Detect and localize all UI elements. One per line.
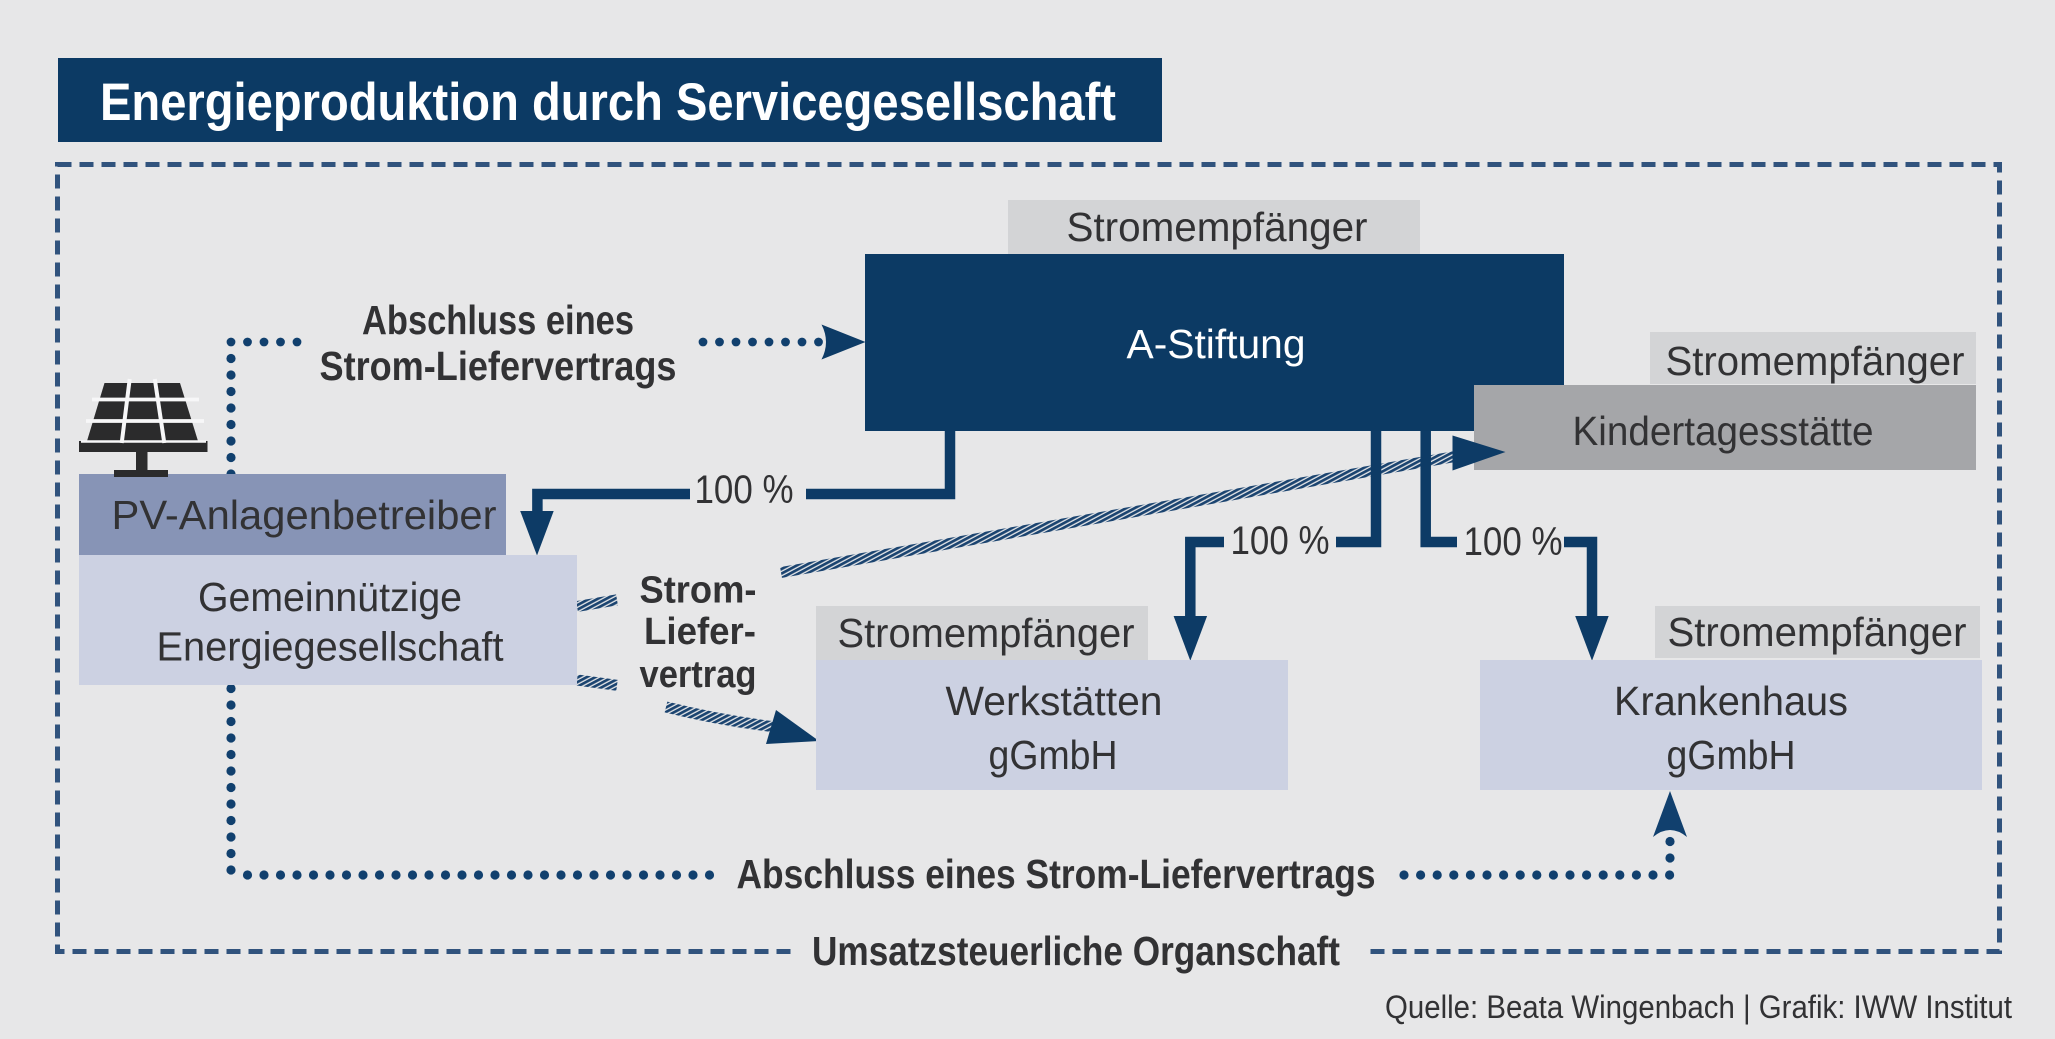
svg-text:Strom-Liefervertrags: Strom-Liefervertrags xyxy=(320,343,677,389)
svg-text:Strom-: Strom- xyxy=(640,570,757,612)
svg-text:Kindertagesstätte: Kindertagesstätte xyxy=(1573,408,1874,454)
svg-text:gGmbH: gGmbH xyxy=(989,732,1118,778)
svg-text:100 %: 100 % xyxy=(695,468,794,512)
svg-text:Stromempfänger: Stromempfänger xyxy=(1666,338,1965,384)
svg-text:Krankenhaus: Krankenhaus xyxy=(1614,678,1848,724)
svg-text:Stromempfänger: Stromempfänger xyxy=(1067,204,1368,250)
svg-text:gGmbH: gGmbH xyxy=(1667,732,1796,778)
svg-text:vertrag: vertrag xyxy=(640,654,757,696)
svg-text:A-Stiftung: A-Stiftung xyxy=(1127,321,1306,367)
svg-text:Stromempfänger: Stromempfänger xyxy=(1668,609,1967,655)
svg-text:100 %: 100 % xyxy=(1231,519,1330,563)
svg-text:Energiegesellschaft: Energiegesellschaft xyxy=(157,624,505,670)
svg-text:Stromempfänger: Stromempfänger xyxy=(838,610,1135,656)
svg-text:Abschluss eines Strom-Lieferve: Abschluss eines Strom-Liefervertrags xyxy=(737,851,1376,897)
svg-text:Gemeinnützige: Gemeinnützige xyxy=(198,574,462,620)
svg-text:100 %: 100 % xyxy=(1464,520,1563,564)
svg-text:Energieproduktion durch Servic: Energieproduktion durch Servicegesellsch… xyxy=(100,73,1116,132)
svg-text:Liefer-: Liefer- xyxy=(644,611,756,653)
svg-text:PV-Anlagenbetreiber: PV-Anlagenbetreiber xyxy=(112,492,497,538)
svg-text:Werkstätten: Werkstätten xyxy=(946,678,1163,724)
svg-text:Quelle: Beata Wingenbach | Gra: Quelle: Beata Wingenbach | Grafik: IWW I… xyxy=(1385,989,2012,1025)
svg-text:Abschluss eines: Abschluss eines xyxy=(362,297,634,343)
svg-text:Umsatzsteuerliche Organschaft: Umsatzsteuerliche Organschaft xyxy=(812,928,1340,974)
